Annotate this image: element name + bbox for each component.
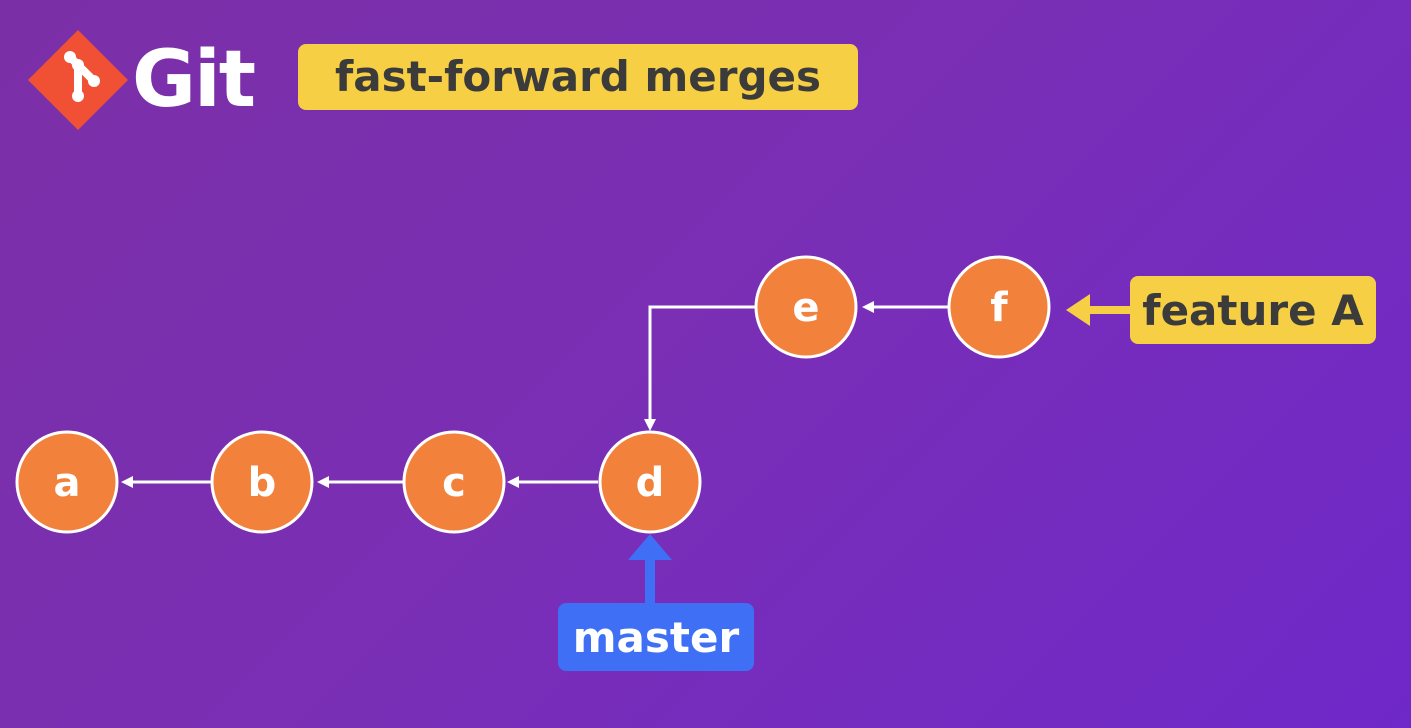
git-logo-text: Git — [132, 35, 256, 125]
commit-node-a: a — [15, 430, 119, 534]
feature-pointer-arrowhead — [1066, 294, 1090, 326]
edge-e-to-d-arrowhead — [644, 419, 656, 431]
edge-d-to-c-arrowhead — [507, 476, 519, 488]
commit-label-b: b — [248, 460, 277, 506]
commit-label-f: f — [990, 285, 1008, 331]
feature-branch-label: feature A — [1130, 276, 1376, 344]
page-title: fast-forward merges — [334, 52, 821, 101]
master-pointer-arrowhead — [628, 534, 672, 560]
commit-node-f: f — [947, 255, 1051, 359]
commit-label-d: d — [636, 460, 665, 506]
commit-label-e: e — [792, 285, 819, 331]
commit-node-d: d — [598, 430, 702, 534]
commit-edges — [121, 301, 950, 488]
commit-node-b: b — [210, 430, 314, 534]
commit-label-a: a — [54, 460, 81, 506]
commit-label-c: c — [442, 460, 466, 506]
git-logo-icon — [28, 30, 128, 130]
branch-pointers — [628, 294, 1131, 603]
feature-branch-text: feature A — [1142, 285, 1364, 335]
edge-e-to-d — [648, 305, 755, 423]
master-branch-label: master — [558, 603, 754, 671]
page-title-badge: fast-forward merges — [298, 44, 858, 110]
commit-node-e: e — [754, 255, 858, 359]
master-branch-text: master — [572, 612, 740, 662]
commit-node-c: c — [402, 430, 506, 534]
edge-f-to-e-arrowhead — [862, 301, 874, 313]
commit-nodes: a b c d e f — [15, 255, 1051, 534]
edge-b-to-a-arrowhead — [121, 476, 133, 488]
edge-c-to-b-arrowhead — [317, 476, 329, 488]
git-logo: Git — [28, 26, 278, 136]
